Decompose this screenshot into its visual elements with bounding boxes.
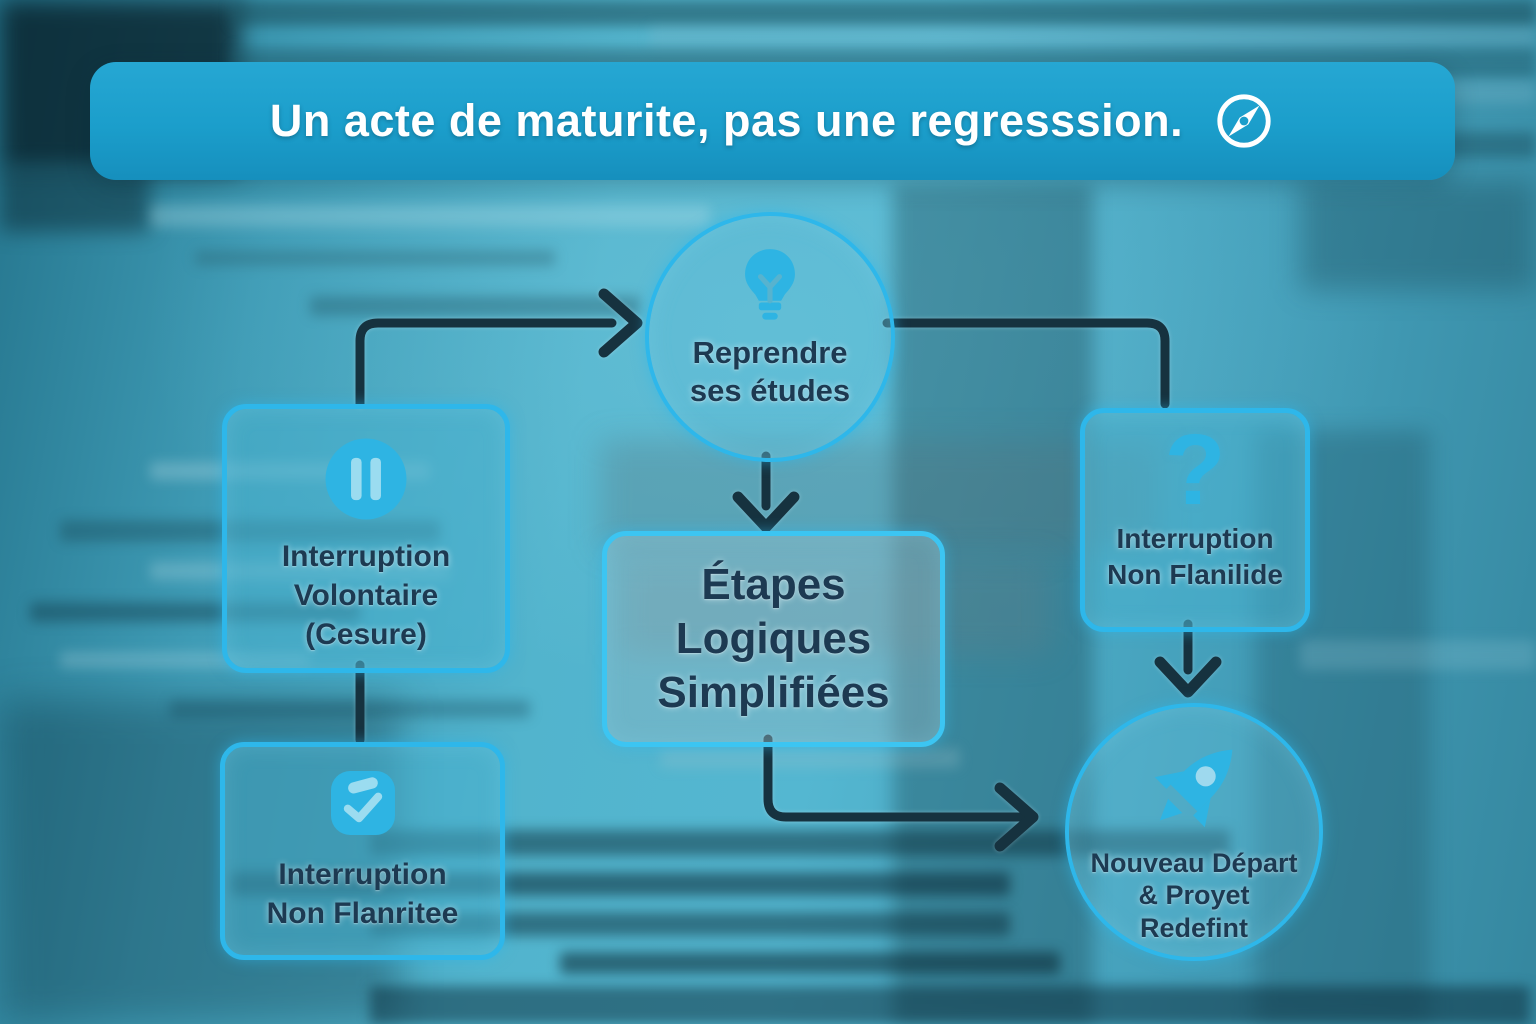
node-label: Nouveau Départ & Proyet Redefint: [1090, 848, 1298, 943]
checklist-icon: [330, 771, 395, 835]
page-title: Un acte de maturite, pas une regresssion…: [269, 95, 1184, 146]
node-label: Interruption Volontaire (Cesure): [281, 540, 451, 651]
node-interruption-non-flanilide: ? Interruption Non Flanilide: [1080, 408, 1310, 632]
compass-icon: [1217, 94, 1271, 148]
arrowhead-down-2: [1154, 656, 1222, 698]
node-label: Interruption Non Flanilide: [1107, 523, 1283, 590]
node-label: Étapes Logiques Simplifiées: [657, 560, 890, 717]
title-banner: Un acte de maturite, pas une regresssion…: [90, 62, 1455, 180]
node-reprendre-ses-etudes: Reprendre ses études: [645, 212, 895, 462]
rocket-icon: [1154, 749, 1233, 828]
node-label: Reprendre ses études: [689, 335, 851, 408]
pause-icon: [325, 438, 407, 520]
node-etapes-logiques-simplifiees: Étapes Logiques Simplifiées: [602, 531, 945, 747]
node-nouveau-depart: Nouveau Départ & Proyet Redefint: [1065, 703, 1323, 961]
node-label: Interruption Non Flanritee: [266, 858, 459, 930]
question-icon: ?: [1164, 414, 1226, 526]
arrow-volontaire-to-reprendre: [355, 318, 617, 409]
node-interruption-non-flanritee: Interruption Non Flanritee: [220, 742, 505, 960]
node-interruption-volontaire: Interruption Volontaire (Cesure): [222, 404, 510, 673]
lightbulb-icon: [745, 249, 795, 320]
